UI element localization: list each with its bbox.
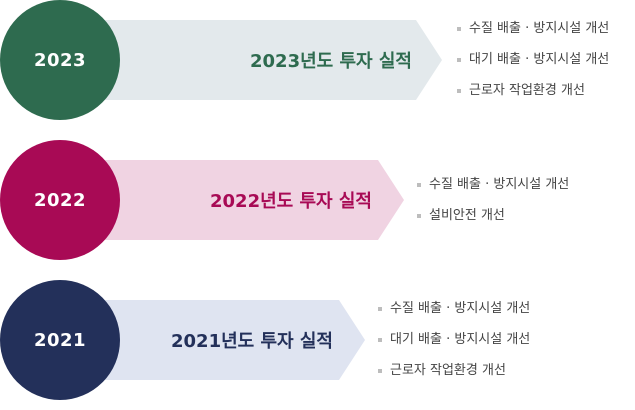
bullet-icon — [378, 369, 382, 373]
list-item: 대기 배출 · 방지시설 개선 — [457, 50, 609, 81]
arrow-shape — [60, 20, 442, 100]
arrow-banner — [60, 20, 442, 100]
bullet-icon — [378, 338, 382, 342]
year-badge: 2023 — [0, 0, 120, 120]
item-list: 수질 배출 · 방지시설 개선 대기 배출 · 방지시설 개선 근로자 작업환경… — [378, 299, 530, 392]
list-item: 수질 배출 · 방지시설 개선 — [457, 19, 609, 50]
bullet-icon — [457, 89, 461, 93]
investment-row-2023: 2023 2023년도 투자 실적 수질 배출 · 방지시설 개선 대기 배출 … — [0, 0, 635, 130]
list-item: 근로자 작업환경 개선 — [378, 361, 530, 392]
item-text: 설비안전 개선 — [429, 208, 505, 223]
arrow-banner — [60, 160, 404, 240]
item-text: 대기 배출 · 방지시설 개선 — [469, 52, 610, 67]
investment-row-2021: 2021 2021년도 투자 실적 수질 배출 · 방지시설 개선 대기 배출 … — [0, 280, 635, 410]
bullet-icon — [417, 214, 421, 218]
year-badge: 2021 — [0, 280, 120, 400]
year-label: 2022 — [33, 189, 87, 211]
investment-row-2022: 2022 2022년도 투자 실적 수질 배출 · 방지시설 개선 설비안전 개… — [0, 140, 635, 270]
arrow-shape — [60, 160, 404, 240]
bullet-icon — [457, 58, 461, 62]
arrow-shape — [60, 300, 365, 380]
list-item: 근로자 작업환경 개선 — [457, 81, 609, 112]
list-item: 설비안전 개선 — [417, 206, 569, 237]
item-text: 근로자 작업환경 개선 — [390, 363, 506, 378]
item-text: 근로자 작업환경 개선 — [469, 83, 585, 98]
row-title: 2022년도 투자 실적 — [210, 191, 372, 212]
item-text: 수질 배출 · 방지시설 개선 — [469, 21, 610, 36]
item-text: 수질 배출 · 방지시설 개선 — [429, 177, 570, 192]
year-badge: 2022 — [0, 140, 120, 260]
row-title: 2021년도 투자 실적 — [171, 331, 333, 352]
year-label: 2023 — [33, 49, 87, 71]
bullet-icon — [417, 183, 421, 187]
bullet-icon — [378, 307, 382, 311]
list-item: 수질 배출 · 방지시설 개선 — [378, 299, 530, 330]
arrow-banner — [60, 300, 365, 380]
row-title: 2023년도 투자 실적 — [250, 51, 412, 72]
list-item: 대기 배출 · 방지시설 개선 — [378, 330, 530, 361]
item-text: 대기 배출 · 방지시설 개선 — [390, 332, 531, 347]
item-list: 수질 배출 · 방지시설 개선 설비안전 개선 — [417, 175, 569, 237]
bullet-icon — [457, 27, 461, 31]
item-list: 수질 배출 · 방지시설 개선 대기 배출 · 방지시설 개선 근로자 작업환경… — [457, 19, 609, 112]
item-text: 수질 배출 · 방지시설 개선 — [390, 301, 531, 316]
year-label: 2021 — [33, 329, 87, 351]
list-item: 수질 배출 · 방지시설 개선 — [417, 175, 569, 206]
